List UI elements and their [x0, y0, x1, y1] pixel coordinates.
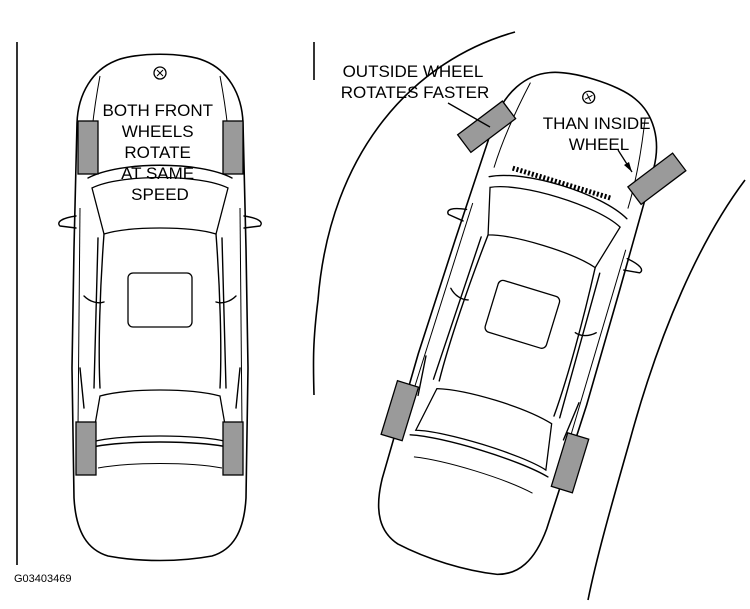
inside-wheel-label: THAN INSIDE WHEEL: [543, 114, 655, 154]
right-car-front-left-tire: [456, 100, 517, 154]
figure-id: G03403469: [14, 573, 72, 585]
left-label-line: AT SAME: [121, 164, 194, 183]
left-car-label: BOTH FRONT WHEELS ROTATE AT SAME SPEED: [103, 101, 218, 204]
outside-wheel-label: OUTSIDE WHEEL ROTATES FASTER: [341, 62, 490, 102]
left-car-body: [57, 53, 263, 562]
outside-label-line: ROTATES FASTER: [341, 83, 490, 102]
left-car-rear-right-tire: [222, 421, 244, 476]
inside-wheel-arrow-icon: [624, 162, 632, 172]
inside-label-line: WHEEL: [569, 135, 629, 154]
right-car-body: [348, 48, 692, 594]
left-car-rear-left-tire: [75, 421, 97, 476]
left-label-line: BOTH FRONT: [103, 101, 213, 120]
inside-label-line: THAN INSIDE: [543, 114, 651, 133]
outside-wheel-leader: [447, 102, 491, 128]
left-label-line: ROTATE: [124, 143, 190, 162]
left-label-line: WHEELS: [122, 122, 194, 141]
right-car-rear-right-tire: [550, 431, 590, 494]
left-car-front-left-tire: [77, 120, 99, 175]
right-car-front-right-tire: [626, 152, 687, 206]
right-car: OUTSIDE WHEEL ROTATES FASTER THAN INSIDE…: [312, 31, 746, 601]
outside-label-line: OUTSIDE WHEEL: [343, 62, 483, 81]
left-car-front-right-tire: [222, 120, 244, 175]
emblem-icon: [153, 66, 167, 80]
right-road-outer-edge: [312, 31, 516, 396]
left-car: BOTH FRONT WHEELS ROTATE AT SAME SPEED: [16, 42, 263, 565]
emblem-icon: [582, 90, 596, 104]
right-road-inner-edge: [587, 179, 746, 601]
right-car-rear-left-tire: [380, 379, 420, 442]
cowl-vent: [511, 165, 613, 201]
left-label-line: SPEED: [131, 185, 189, 204]
